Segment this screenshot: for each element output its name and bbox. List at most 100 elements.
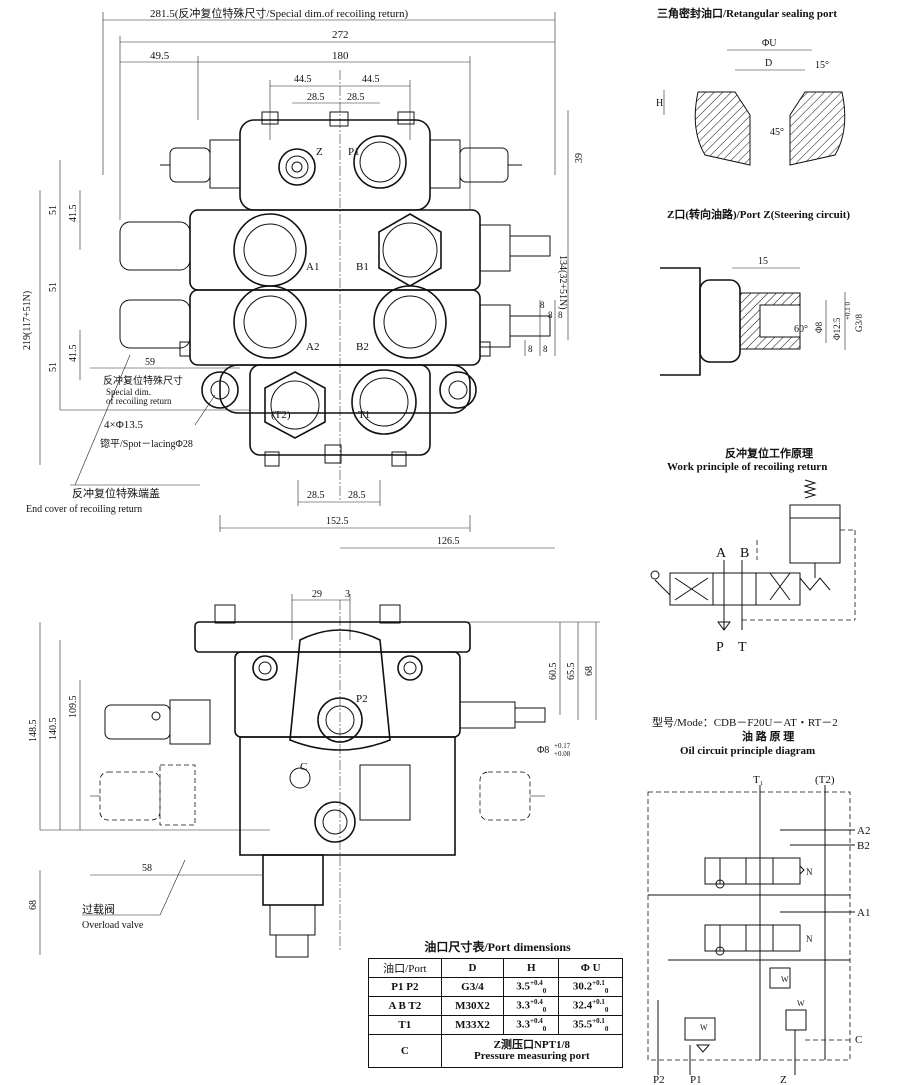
circuit-label-t1: T₁ bbox=[753, 774, 764, 786]
table-header-row: 油口/Port D H Φ U bbox=[368, 958, 623, 978]
dim-180: 180 bbox=[332, 50, 349, 62]
header-u: Φ U bbox=[558, 958, 623, 978]
cell-d: G3/4 bbox=[440, 977, 505, 997]
spool2-n: N bbox=[806, 867, 813, 877]
cell-h: 3.5+0.40 bbox=[503, 977, 560, 997]
port-z-dim-15: 15 bbox=[758, 256, 768, 267]
dim-phi8-tol-dn: +0.08 bbox=[554, 750, 571, 758]
dim-28-5-a: 28.5 bbox=[307, 92, 325, 103]
note-special-dim-en1: Special dim. bbox=[106, 387, 151, 397]
dim-148-5: 148.5 bbox=[28, 720, 39, 743]
header-port: 油口/Port bbox=[368, 958, 442, 978]
label-a1: A1 bbox=[306, 261, 319, 273]
header-h: H bbox=[503, 958, 560, 978]
label-t1: T1 bbox=[358, 409, 370, 421]
cell-u-tol-up: +0.1 bbox=[592, 1017, 605, 1026]
dim-65-5: 65.5 bbox=[566, 663, 577, 681]
note-overload-en: Overload valve bbox=[82, 920, 144, 931]
cell-port: T1 bbox=[368, 1015, 442, 1035]
recoil-title-en: Work principle of recoiling return bbox=[667, 461, 827, 473]
relief-left-w: W bbox=[700, 1023, 708, 1032]
dim-68-a: 68 bbox=[584, 666, 595, 676]
dim-51-b: 51 bbox=[48, 282, 59, 292]
sealing-port-title: 三角密封油口/Retangular sealing port bbox=[657, 6, 837, 20]
dim-phi8-tol-up: +0.17 bbox=[554, 742, 571, 750]
dim-58: 58 bbox=[142, 863, 152, 874]
dim-41-5-a: 41.5 bbox=[68, 205, 79, 223]
port-z-dim-g38: G3/8 bbox=[854, 314, 864, 333]
label-t2: (T2) bbox=[271, 409, 291, 421]
dim-68-b: 68 bbox=[28, 900, 39, 910]
dim-272: 272 bbox=[332, 29, 349, 41]
port-z-dim-phi12: Φ12.5 bbox=[832, 317, 842, 340]
dim-28-5-d: 28.5 bbox=[348, 490, 366, 501]
note-special-dim-en2: of recoiling return bbox=[106, 396, 172, 406]
header-d: D bbox=[440, 958, 505, 978]
model-title-cn: 油 路 原 理 bbox=[742, 729, 794, 743]
dim-109-5: 109.5 bbox=[68, 696, 79, 719]
label-b1: B1 bbox=[356, 261, 369, 273]
circuit-label-p2: P2 bbox=[653, 1074, 665, 1085]
cell-u: 32.4+0.10 bbox=[558, 996, 623, 1016]
label-p2: P2 bbox=[356, 693, 368, 705]
cell-h-tol-dn: 0 bbox=[542, 1005, 547, 1014]
top-view: 281.5(反冲复位特殊尺寸/Special dim.of recoiling … bbox=[22, 6, 585, 549]
table-row: T1 M33X2 3.3+0.40 35.5+0.10 bbox=[368, 1015, 623, 1035]
sealing-port-detail: 三角密封油口/Retangular sealing port ΦU D 15° … bbox=[656, 6, 846, 166]
cell-u-val: 35.5 bbox=[572, 1018, 593, 1031]
cell-c-desc1: Z测压口NPT1/8 bbox=[493, 1039, 571, 1051]
port-z-dim-phi8: Φ8 bbox=[814, 321, 824, 333]
dim-3: 3 bbox=[345, 589, 350, 600]
recoil-label-b: B bbox=[740, 546, 749, 561]
cell-u-tol-up: +0.1 bbox=[592, 979, 605, 988]
cell-u-val: 32.4 bbox=[572, 999, 593, 1012]
model-line: 型号/Mode：CDB－F20U－AT・RT－2 bbox=[652, 715, 838, 729]
label-a2: A2 bbox=[306, 341, 319, 353]
bottom-view: 29 3 148.5 140.5 109.5 68 58 60.5 65.5 6… bbox=[28, 589, 600, 958]
dim-overall-special: 281.5(反冲复位特殊尺寸/Special dim.of recoiling … bbox=[150, 6, 408, 20]
port-z-dim-60deg: 60° bbox=[794, 324, 808, 335]
dim-126-5: 126.5 bbox=[437, 536, 460, 547]
dim-8-e: 8 bbox=[543, 344, 548, 354]
circuit-label-p1: P1 bbox=[690, 1074, 702, 1085]
relief-right-w: W bbox=[797, 999, 805, 1008]
label-z: Z bbox=[316, 146, 323, 158]
note-holes: 4×Φ13.5 bbox=[104, 419, 143, 431]
cell-h-tol-dn: 0 bbox=[542, 1024, 547, 1033]
cell-u-val: 30.2 bbox=[572, 980, 593, 993]
dim-152-5: 152.5 bbox=[326, 516, 349, 527]
table-row: A B T2 M30X2 3.3+0.40 32.4+0.10 bbox=[368, 996, 623, 1016]
note-spot: 锪平/Spot－lacingΦ28 bbox=[100, 437, 193, 450]
cell-h-tol-dn: 0 bbox=[542, 986, 547, 995]
cell-u-tol-dn: 0 bbox=[604, 1024, 609, 1033]
cell-port: A B T2 bbox=[368, 996, 442, 1016]
cell-u-tol-dn: 0 bbox=[604, 1005, 609, 1014]
recoil-label-a: A bbox=[716, 546, 727, 561]
label-p1: P1 bbox=[348, 146, 360, 158]
dim-8-a: 8 bbox=[540, 300, 545, 310]
cell-u-tol-up: +0.1 bbox=[592, 998, 605, 1007]
dim-15deg: 15° bbox=[815, 60, 829, 71]
dim-60-5: 60.5 bbox=[548, 663, 559, 681]
dim-44-5-b: 44.5 bbox=[362, 74, 380, 85]
cell-u: 35.5+0.10 bbox=[558, 1015, 623, 1035]
dim-8-c: 8 bbox=[558, 310, 563, 320]
dim-phi8: Φ8 bbox=[537, 745, 549, 756]
dim-59: 59 bbox=[145, 357, 155, 368]
table-row: P1 P2 G3/4 3.5+0.40 30.2+0.10 bbox=[368, 977, 623, 997]
spool1-n: N bbox=[806, 934, 813, 944]
circuit-label-z: Z bbox=[780, 1074, 787, 1085]
circuit-label-a1: A1 bbox=[857, 907, 870, 919]
note-endcover-cn: 反冲复位特殊端盖 bbox=[72, 486, 160, 500]
cell-h-val: 3.3 bbox=[516, 999, 531, 1012]
cell-u-tol-dn: 0 bbox=[604, 986, 609, 995]
note-endcover-en: End cover of recoiling return bbox=[26, 504, 142, 515]
dim-8-b: 8 bbox=[548, 310, 553, 320]
relief-mid-w: W bbox=[781, 975, 789, 984]
port-table: 油口/Port D H Φ U P1 P2 G3/4 3.5+0.40 30.2… bbox=[368, 958, 624, 1068]
cell-h-val: 3.3 bbox=[516, 1018, 531, 1031]
cell-d: M33X2 bbox=[440, 1015, 505, 1035]
circuit-label-t2: (T2) bbox=[815, 774, 835, 786]
dim-140-5: 140.5 bbox=[48, 718, 59, 741]
